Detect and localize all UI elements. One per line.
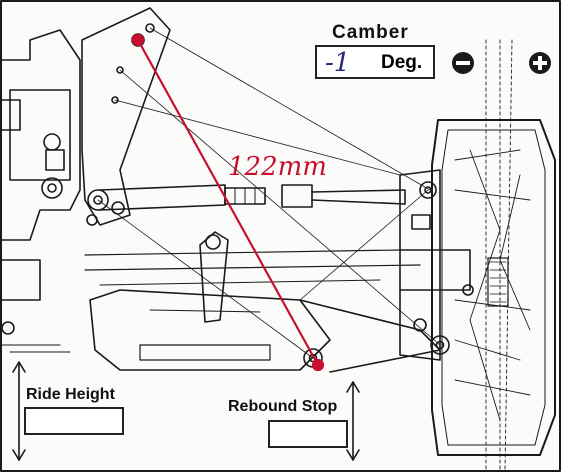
minus-circle-icon <box>452 52 474 74</box>
up-down-arrow-icon <box>12 360 26 462</box>
camber-value: -1 <box>325 48 351 78</box>
measurement-line <box>137 39 319 366</box>
rebound-stop-field <box>268 420 348 448</box>
ride-height-field <box>24 407 124 435</box>
rebound-stop-label: Rebound Stop <box>228 398 338 415</box>
measurement-label: 122mm <box>228 152 327 182</box>
camber-unit: Deg. <box>381 52 423 73</box>
plus-circle-icon <box>529 52 551 74</box>
camber-title: Camber <box>332 22 409 43</box>
camber-box: -1 Deg. <box>315 45 435 79</box>
ride-height-label: Ride Height <box>26 386 115 403</box>
